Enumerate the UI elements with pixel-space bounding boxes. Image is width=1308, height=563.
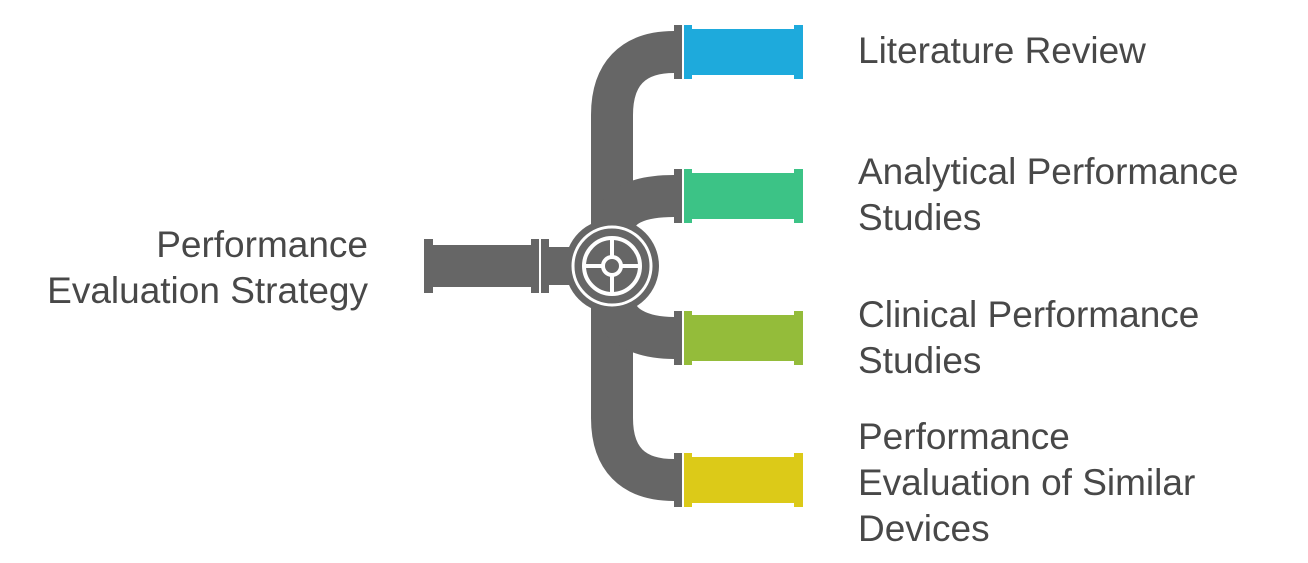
branch-pipe-clinical-performance [692,315,794,361]
input-pipe [432,245,532,287]
branch-flange-literature-review [674,25,682,79]
branch-label-clinical-performance: Clinical Performance Studies [858,294,1200,381]
branch-label-analytical-performance: Analytical Performance Studies [858,151,1239,238]
branch-pipes [674,25,803,507]
branch-end-cap-analytical-performance [794,169,803,223]
branch-label-literature-review: Literature Review [858,30,1146,71]
branch-inner-flange-literature-review [684,25,692,79]
branch-end-cap-clinical-performance [794,311,803,365]
branch-flange-clinical-performance [674,311,682,365]
branch-pipe-literature-review [692,29,794,75]
branch-end-cap-literature-review [794,25,803,79]
input-flange-1 [531,239,539,293]
branch-pipe-analytical-performance [692,173,794,219]
branch-inner-flange-clinical-performance [684,311,692,365]
branch-inner-flange-analytical-performance [684,169,692,223]
branch-flange-similar-devices [674,453,682,507]
branch-end-cap-similar-devices [794,453,803,507]
input-pipe-cap [424,239,433,293]
input-flange-2 [541,239,549,293]
branch-pipe-similar-devices [692,457,794,503]
source-label: Performance Evaluation Strategy [47,224,368,311]
branch-inner-flange-similar-devices [684,453,692,507]
branch-flange-analytical-performance [674,169,682,223]
branch-label-similar-devices: Performance Evaluation of Similar Device… [858,416,1196,549]
valve-wheel-icon [565,219,659,313]
